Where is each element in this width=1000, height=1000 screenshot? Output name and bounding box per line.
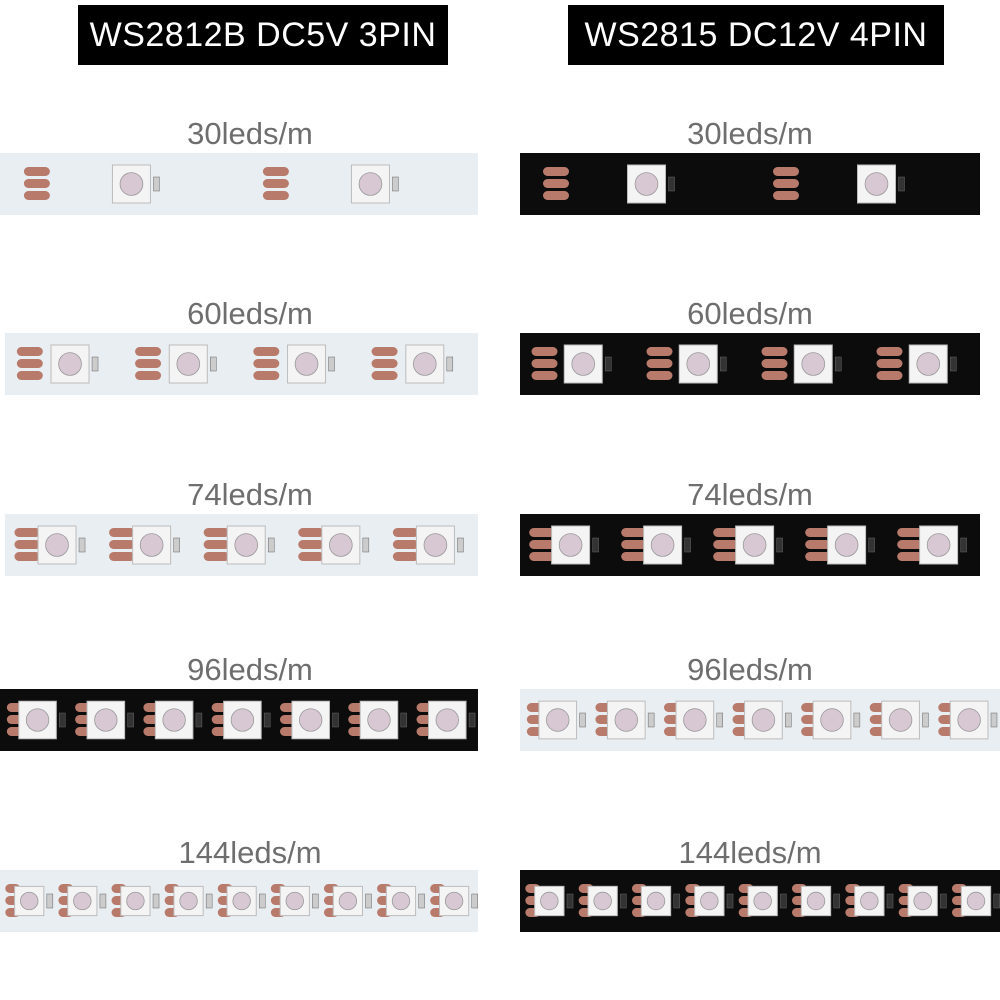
strip-graphic [5,514,478,576]
strip-graphic [0,870,478,932]
row-label: 60leds/m [687,296,813,331]
row-label: 144leds/m [178,835,322,870]
led-strip-photo [520,333,980,395]
strip-graphic [520,333,980,395]
led-strip-photo [0,153,478,215]
strip-graphic [520,870,1000,932]
strip-graphic [0,153,478,215]
ws2815-column: WS2815 DC12V 4PIN 30leds/m 60leds/m 74le… [500,0,1000,1000]
ws2815-header: WS2815 DC12V 4PIN [568,5,944,65]
row-label: 144leds/m [678,835,822,870]
strip-graphic [520,153,980,215]
led-strip-photo [5,514,478,576]
row-label: 30leds/m [687,116,813,151]
led-strip-photo [520,514,980,576]
strip-graphic [5,333,478,395]
led-strip-photo [520,689,1000,751]
strip-graphic [520,514,980,576]
row-label: 74leds/m [187,477,313,512]
ws2812b-column: WS2812B DC5V 3PIN 30leds/m 60leds/m 74le… [0,5,478,932]
row-label: 60leds/m [187,296,313,331]
row-label: 96leds/m [187,652,313,687]
row-label: 30leds/m [187,116,313,151]
row-label: 96leds/m [687,652,813,687]
strip-graphic [520,689,1000,751]
led-strip-photo [5,333,478,395]
row-label: 74leds/m [687,477,813,512]
led-strip-photo [0,689,478,751]
led-strip-photo [0,870,478,932]
led-strip-photo [520,153,980,215]
ws2812b-header: WS2812B DC5V 3PIN [78,5,448,65]
strip-graphic [0,689,478,751]
led-strip-photo [520,870,1000,932]
